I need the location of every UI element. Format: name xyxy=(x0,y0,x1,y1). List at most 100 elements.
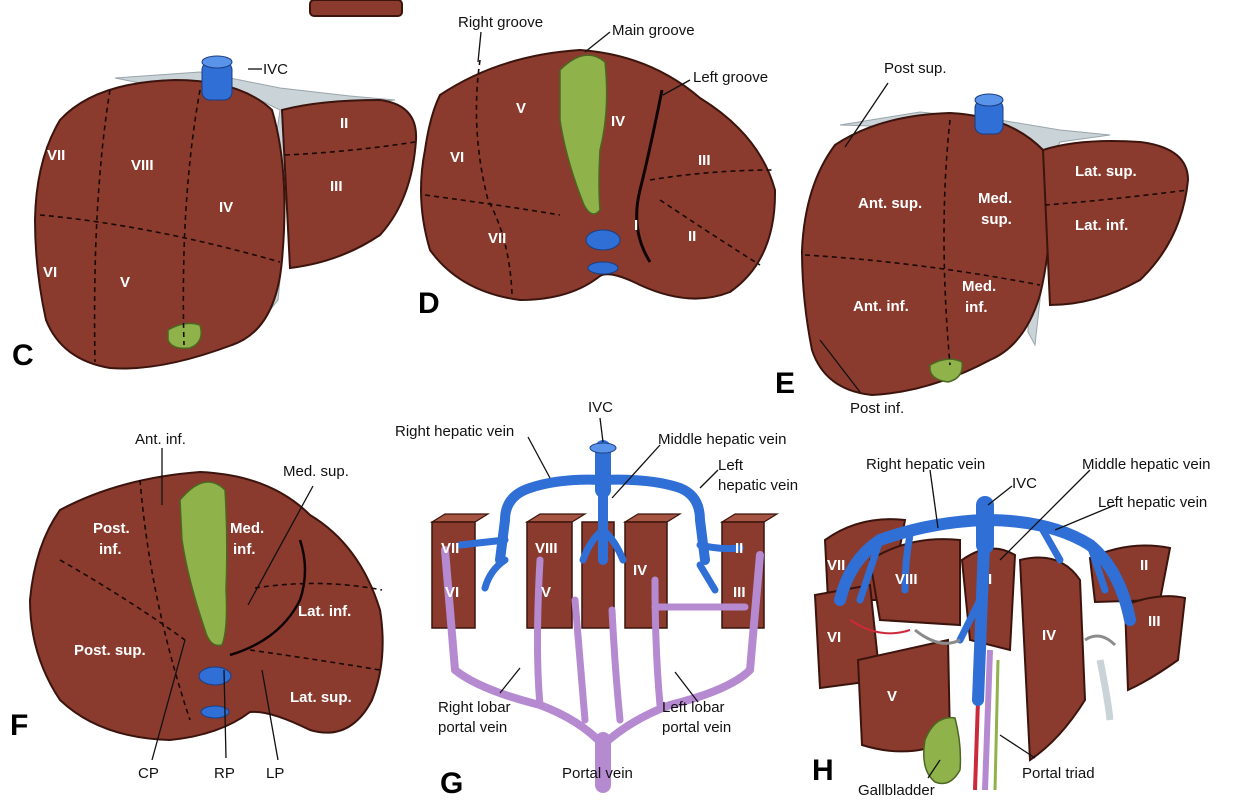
leader-line xyxy=(612,445,660,498)
panel-letter: F xyxy=(10,709,28,742)
ivc-shape xyxy=(199,667,231,685)
segment-label: inf. xyxy=(965,299,988,316)
label-left-hepatic-vein: hepatic vein xyxy=(718,477,798,494)
label-cp: CP xyxy=(138,765,159,782)
panel-c: IVC VII VIII IV II III VI V C xyxy=(12,56,416,372)
portal-vein-h xyxy=(985,650,990,790)
segment-label: III xyxy=(330,178,343,195)
label-left-groove: Left groove xyxy=(693,69,768,86)
segment-label: V xyxy=(516,100,526,117)
label-left-lobar-portal-vein: portal vein xyxy=(662,719,731,736)
segment-label: VI xyxy=(445,584,459,601)
panel-g: VII VI VIII V IV II III IVC Right hepati… xyxy=(395,399,798,800)
segment-label: V xyxy=(887,688,897,705)
panel-letter: C xyxy=(12,339,34,372)
label-post-sup: Post sup. xyxy=(884,60,947,77)
segment-label: I xyxy=(634,217,638,234)
wedge-segment-iv xyxy=(1020,558,1085,761)
leader-line xyxy=(988,486,1012,505)
segment-label: VIII xyxy=(535,540,558,557)
segment-label: Med. xyxy=(962,278,996,295)
ivc-top xyxy=(202,56,232,68)
ivc-top xyxy=(975,94,1003,106)
label-main-groove: Main groove xyxy=(612,22,695,39)
panel-letter: E xyxy=(775,367,795,400)
wedge-segment-iii xyxy=(1125,596,1185,690)
segment-label: VII xyxy=(441,540,459,557)
leader-line xyxy=(700,470,718,488)
label-post-inf: Post inf. xyxy=(850,400,904,417)
label-portal-triad: Portal triad xyxy=(1022,765,1095,782)
label-ant-inf: Ant. inf. xyxy=(135,431,186,448)
leader-line xyxy=(500,668,520,693)
segment-label: inf. xyxy=(233,541,256,558)
segment-label: II xyxy=(340,115,348,132)
ivc-shape xyxy=(586,230,620,250)
block-segment-viii-v xyxy=(527,522,572,628)
segment-label: Lat. sup. xyxy=(290,689,352,706)
liver-right-lobe xyxy=(35,80,284,369)
segment-label: VII xyxy=(488,230,506,247)
panel-e: Post sup. Post inf. Ant. sup. Med. sup. … xyxy=(775,60,1188,417)
segment-label: III xyxy=(698,152,711,169)
segment-label: V xyxy=(120,274,130,291)
leader-line xyxy=(528,437,550,478)
ivc-top xyxy=(590,443,616,453)
segment-label: VII xyxy=(827,557,845,574)
liver-right-lobe xyxy=(802,113,1050,395)
segment-label: Ant. sup. xyxy=(858,195,922,212)
bile-duct xyxy=(995,660,998,790)
label-med-sup: Med. sup. xyxy=(283,463,349,480)
segment-label: VIII xyxy=(895,571,918,588)
label-right-hepatic-vein: Right hepatic vein xyxy=(866,456,985,473)
segment-label: Lat. inf. xyxy=(298,603,351,620)
panel-f: Ant. inf. Med. sup. CP RP LP Post. inf. … xyxy=(10,431,383,782)
segment-label: IV xyxy=(611,113,625,130)
label-portal-vein: Portal vein xyxy=(562,765,633,782)
small-duct xyxy=(1085,636,1115,645)
label-middle-hepatic-vein: Middle hepatic vein xyxy=(1082,456,1210,473)
segment-label: Lat. sup. xyxy=(1075,163,1137,180)
segment-label: Med. xyxy=(230,520,264,537)
segment-label: Ant. inf. xyxy=(853,298,909,315)
label-left-hepatic-vein: Left xyxy=(718,457,744,474)
panel-d: Right groove Main groove Left groove V I… xyxy=(418,14,775,320)
small-duct xyxy=(915,630,960,643)
segment-label: I xyxy=(988,571,992,588)
ivc-lower xyxy=(588,262,618,274)
panel-letter: G xyxy=(440,767,463,800)
label-right-groove: Right groove xyxy=(458,14,543,31)
segment-label: VII xyxy=(47,147,65,164)
panel-letter: H xyxy=(812,754,834,787)
ligament-teres xyxy=(1100,660,1110,720)
liver-left-lobe xyxy=(282,100,416,268)
label-left-lobar-portal-vein: Left lobar xyxy=(662,699,725,716)
segment-label: VIII xyxy=(131,157,154,174)
segment-label: II xyxy=(688,228,696,245)
segment-label: IV xyxy=(219,199,233,216)
segment-label: VI xyxy=(827,629,841,646)
label-ivc: IVC xyxy=(588,399,613,416)
segment-label: III xyxy=(1148,613,1161,630)
label-lp: LP xyxy=(266,765,284,782)
segment-label: III xyxy=(733,584,746,601)
label-ivc: IVC xyxy=(263,61,288,78)
cropped-liver-stub xyxy=(310,0,402,16)
panel-letter: D xyxy=(418,287,440,320)
label-right-lobar-portal-vein: Right lobar xyxy=(438,699,511,716)
segment-label: sup. xyxy=(981,211,1012,228)
label-left-hepatic-vein: Left hepatic vein xyxy=(1098,494,1207,511)
leader-line xyxy=(585,32,610,52)
leader-line xyxy=(478,32,481,62)
segment-label: II xyxy=(1140,557,1148,574)
leader-line xyxy=(600,418,603,442)
segment-label: V xyxy=(541,584,551,601)
label-middle-hepatic-vein: Middle hepatic vein xyxy=(658,431,786,448)
label-ivc: IVC xyxy=(1012,475,1037,492)
segment-label: Med. xyxy=(978,190,1012,207)
segment-label: inf. xyxy=(99,541,122,558)
label-right-lobar-portal-vein: portal vein xyxy=(438,719,507,736)
segment-label: Lat. inf. xyxy=(1075,217,1128,234)
leader-line xyxy=(930,470,938,528)
